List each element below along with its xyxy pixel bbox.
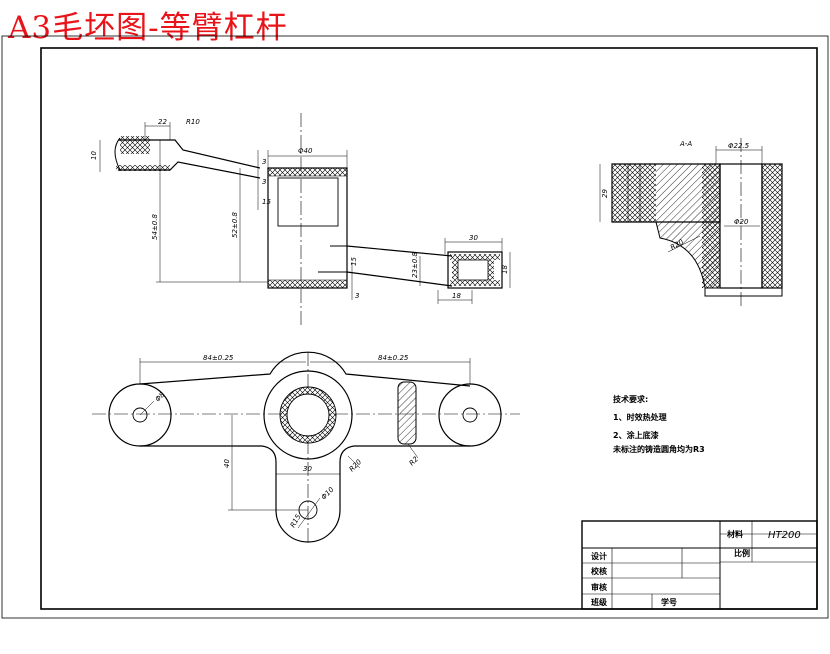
dim-30b: 30 [303, 465, 312, 473]
scale-label: 比例 [734, 548, 750, 558]
drawing-title: A3毛坯图-等臂杠杆 [8, 10, 288, 46]
notes-item-3: 未标注的铸造圆角均为R3 [612, 444, 705, 454]
dim-84-right: 84±0.25 [378, 354, 409, 362]
title-block-text: 材料 HT200 比例 设计 校核 审核 班级 学号 [591, 529, 801, 607]
dim-phi8: Φ8 [154, 390, 167, 403]
dim-18b: 18 [452, 292, 461, 300]
student-no-label: 学号 [661, 597, 677, 607]
dim-phi20: Φ20 [734, 218, 749, 226]
dim-phi40: Φ40 [298, 147, 313, 155]
dim-r2: R2 [408, 455, 421, 468]
notes-item-1: 1、时效热处理 [613, 412, 667, 422]
dim-3a: 3 [262, 158, 266, 166]
material-value: HT200 [768, 530, 801, 541]
dim-15: 15 [262, 198, 271, 206]
notes-item-2: 2、涂上底漆 [613, 430, 659, 440]
dim-phi22: Φ22.5 [728, 142, 750, 150]
inner-border [40, 47, 818, 610]
reviewer-label: 审核 [591, 582, 607, 592]
dim-10: 10 [90, 151, 98, 160]
title-block [581, 520, 818, 610]
dim-15b: 15 [350, 257, 358, 266]
class-label: 班级 [591, 597, 608, 607]
dim-22: 22 [158, 118, 167, 126]
dim-r20b: R20 [348, 458, 364, 474]
dim-54: 54±0.8 [151, 214, 159, 240]
proofreader-label: 校核 [591, 566, 607, 576]
dim-84-left: 84±0.25 [203, 354, 234, 362]
dim-r10: R10 [186, 118, 200, 126]
notes-heading: 技术要求: [613, 394, 648, 404]
dim-29: 29 [601, 189, 609, 198]
dim-40: 40 [223, 459, 231, 468]
dim-30: 30 [469, 234, 478, 242]
front-view [99, 113, 511, 328]
dim-18: 18 [501, 265, 509, 274]
dim-3b: 3 [262, 178, 266, 186]
technical-notes: 技术要求: 1、时效热处理 2、涂上底漆 未标注的铸造圆角均为R3 [612, 394, 705, 454]
dim-23: 23±0.8 [411, 252, 419, 278]
top-view [92, 351, 520, 543]
dim-52: 52±0.8 [231, 212, 239, 238]
section-view [599, 138, 783, 306]
outer-border [1, 35, 829, 619]
designer-label: 设计 [591, 551, 607, 561]
material-label: 材料 [727, 529, 743, 539]
section-label: A-A [679, 140, 692, 148]
dim-3c: 3 [355, 292, 359, 300]
front-view-dims: 22 R10 10 3 Φ40 3 15 54±0.8 52±0.8 30 15… [90, 118, 509, 300]
dim-phi10: Φ10 [320, 485, 336, 501]
